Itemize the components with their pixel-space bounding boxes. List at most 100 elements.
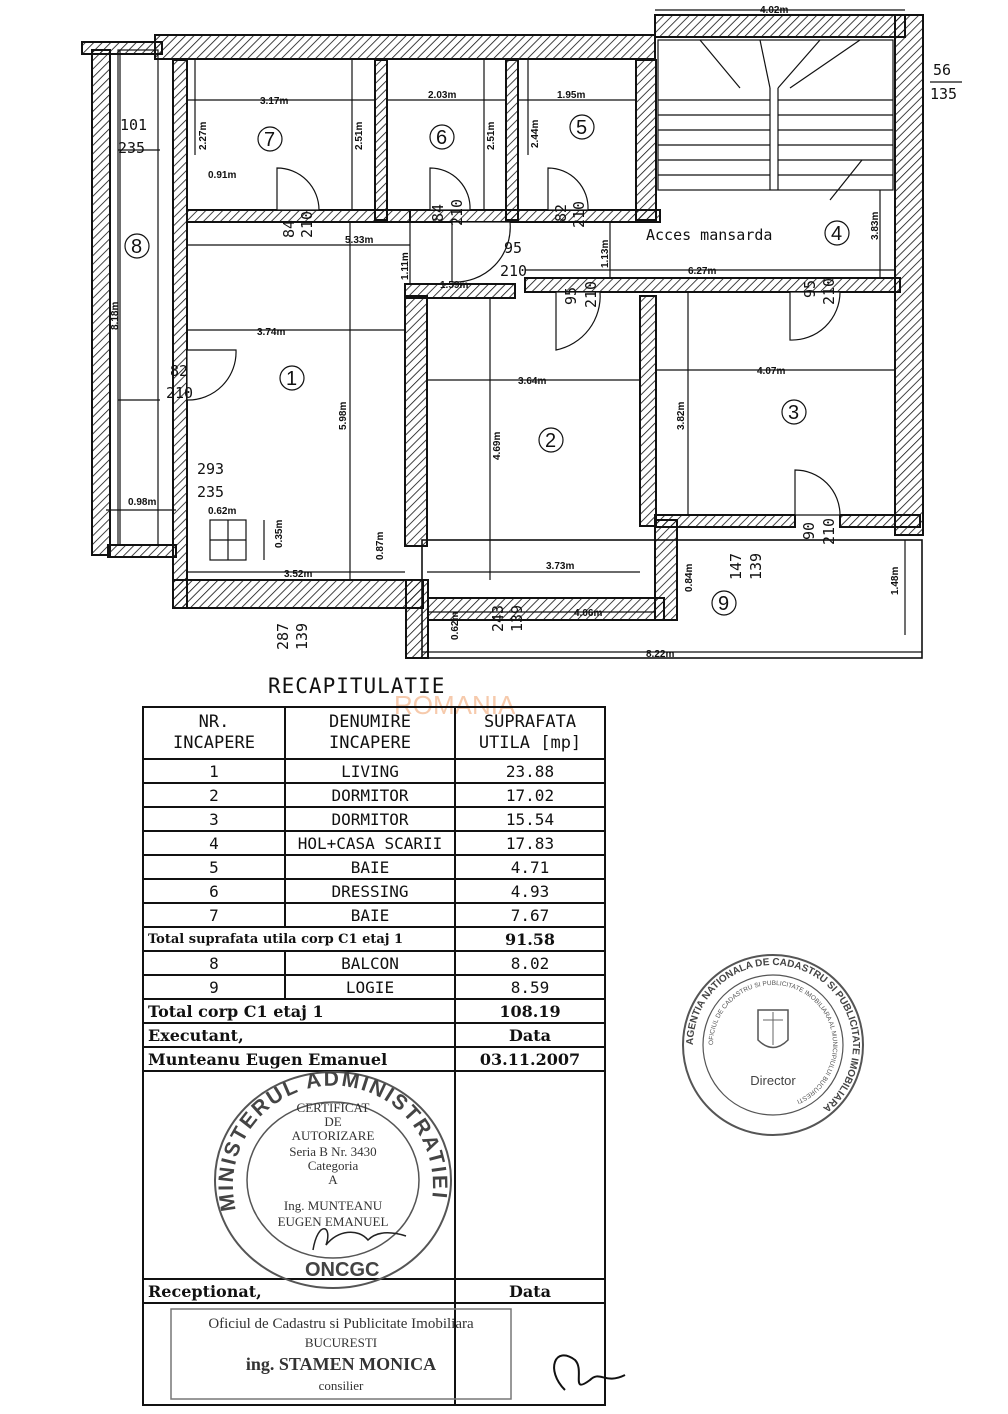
ministry-line-4: Seria B Nr. 3430 [289,1144,376,1159]
executant-row: Executant, Data [142,1022,606,1048]
dim-235a: 235 [118,139,145,157]
room-number-9: 9 [718,593,729,615]
room-number-7: 7 [264,129,275,151]
ministry-stamp: MINISTERUL ADMINISTRATIEI PUBLICE ONCGC … [208,1060,452,1289]
ministry-line-7: Ing. MUNTEANU [284,1198,383,1213]
dim-3-64: 3.64m [518,376,546,387]
recap-header-row: NR. INCAPERE DENUMIRE INCAPERE SUPRAFATA… [142,706,606,760]
room-number-2: 2 [545,430,556,452]
office-line-4: consilier [318,1378,364,1393]
header-nr: NR. INCAPERE [142,706,286,760]
office-stamp-border [170,1308,512,1400]
dim-3-17: 3.17m [260,96,288,107]
dim-95c: 95 [801,280,819,298]
dim-139a: 139 [747,553,765,580]
ministry-line-2: DE [324,1114,341,1129]
dim-235b: 235 [197,483,224,501]
total-utila-row: Total suprafata utila corp C1 etaj 1 91.… [142,926,606,952]
dim-287: 287 [274,623,292,650]
header-area: SUPRAFATA UTILA [mp] [454,706,606,760]
dimension-lines [106,9,962,653]
dim-1-11: 1.11m [400,252,411,280]
recap-table: NR. INCAPERE DENUMIRE INCAPERE SUPRAFATA… [142,706,606,1406]
dim-4-69: 4.69m [492,432,503,460]
dim-2-27: 2.27m [198,122,209,150]
dim-84b: 84 [429,204,447,222]
dim-1-59: 1.59m [440,280,468,291]
interior-walls [186,59,901,299]
room-number-6: 6 [436,127,447,149]
dim-0-62a: 0.62m [208,506,236,517]
dim-82a: 82 [552,204,570,222]
dim-1-48: 1.48m [890,567,901,595]
outer-walls [154,14,924,659]
dim-4-02: 4.02m [760,5,788,16]
floor-plan: 4.02m 56 135 101 235 3.17m 2.03m 1.95m 2… [81,5,962,660]
dim-4-07: 4.07m [757,366,785,377]
agency-stamp: AGENTIA NATIONALA DE CADASTRU SI PUBLICI… [682,954,864,1136]
dim-135: 135 [930,85,957,103]
dim-243: 243 [489,605,507,632]
receptionat-row: Receptionat, Data [142,1278,606,1304]
dim-8-18: 8.18m [110,302,121,330]
dim-1-95: 1.95m [557,90,585,101]
dim-293: 293 [197,460,224,478]
room-numbers: 1 2 3 4 5 6 7 8 9 [124,114,850,616]
dim-82b: 82 [170,362,188,380]
executant-name-row: Munteanu Eugen Emanuel 03.11.2007 [142,1046,606,1072]
agency-center-text: Director [750,1073,796,1088]
dim-210h: 210 [820,518,838,545]
ministry-line-5: Categoria [308,1158,359,1173]
dim-3-73: 3.73m [546,561,574,572]
dim-56: 56 [933,61,951,79]
dim-101: 101 [120,116,147,134]
doors [186,167,841,516]
room-number-4: 4 [831,223,842,245]
dim-139c: 139 [508,605,526,632]
dim-0-62b: 0.62m [450,612,461,640]
signature-area-row [142,1070,606,1280]
dim-4-06: 4.06m [574,608,602,619]
signature [553,1354,626,1391]
dim-2-51b: 2.51m [486,122,497,150]
dim-8-22: 8.22m [646,649,674,660]
dim-3-74: 3.74m [257,327,285,338]
dim-210b: 210 [448,199,466,226]
staircase [657,39,894,201]
header-name: DENUMIRE INCAPERE [284,706,456,760]
dim-210c: 210 [570,201,588,228]
acces-mansarda-label: Acces mansarda [646,226,772,244]
dim-95b: 95 [562,287,580,305]
room-number-5: 5 [576,117,587,139]
dim-90: 90 [800,522,818,540]
dim-0-84: 0.84m [684,564,695,592]
room-number-3: 3 [788,402,799,424]
total-row: Total corp C1 etaj 1 108.19 [142,998,606,1024]
dim-3-52: 3.52m [284,569,312,580]
dim-0-98: 0.98m [128,497,156,508]
dim-210e: 210 [582,281,600,308]
dim-147: 147 [727,553,745,580]
dim-0-35: 0.35m [274,520,285,548]
dim-2-03: 2.03m [428,90,456,101]
balcony-8-outline [81,41,177,558]
ministry-line-1: CERTIFICAT [297,1100,370,1115]
dim-0-87: 0.87m [375,532,386,560]
coat-of-arms-icon [757,1009,789,1049]
office-line-1: Oficiul de Cadastru si Publicitate Imobi… [208,1316,474,1332]
receptionat-area-row [142,1302,606,1406]
dim-84a: 84 [280,220,298,238]
room-number-8: 8 [131,236,142,258]
office-stamp: Oficiul de Cadastru si Publicitate Imobi… [170,1308,512,1400]
dim-210d: 210 [500,262,527,280]
dim-3-83: 3.83m [870,212,881,240]
dim-210g: 210 [166,384,193,402]
ministry-bottom-text: ONCGC [305,1259,379,1281]
